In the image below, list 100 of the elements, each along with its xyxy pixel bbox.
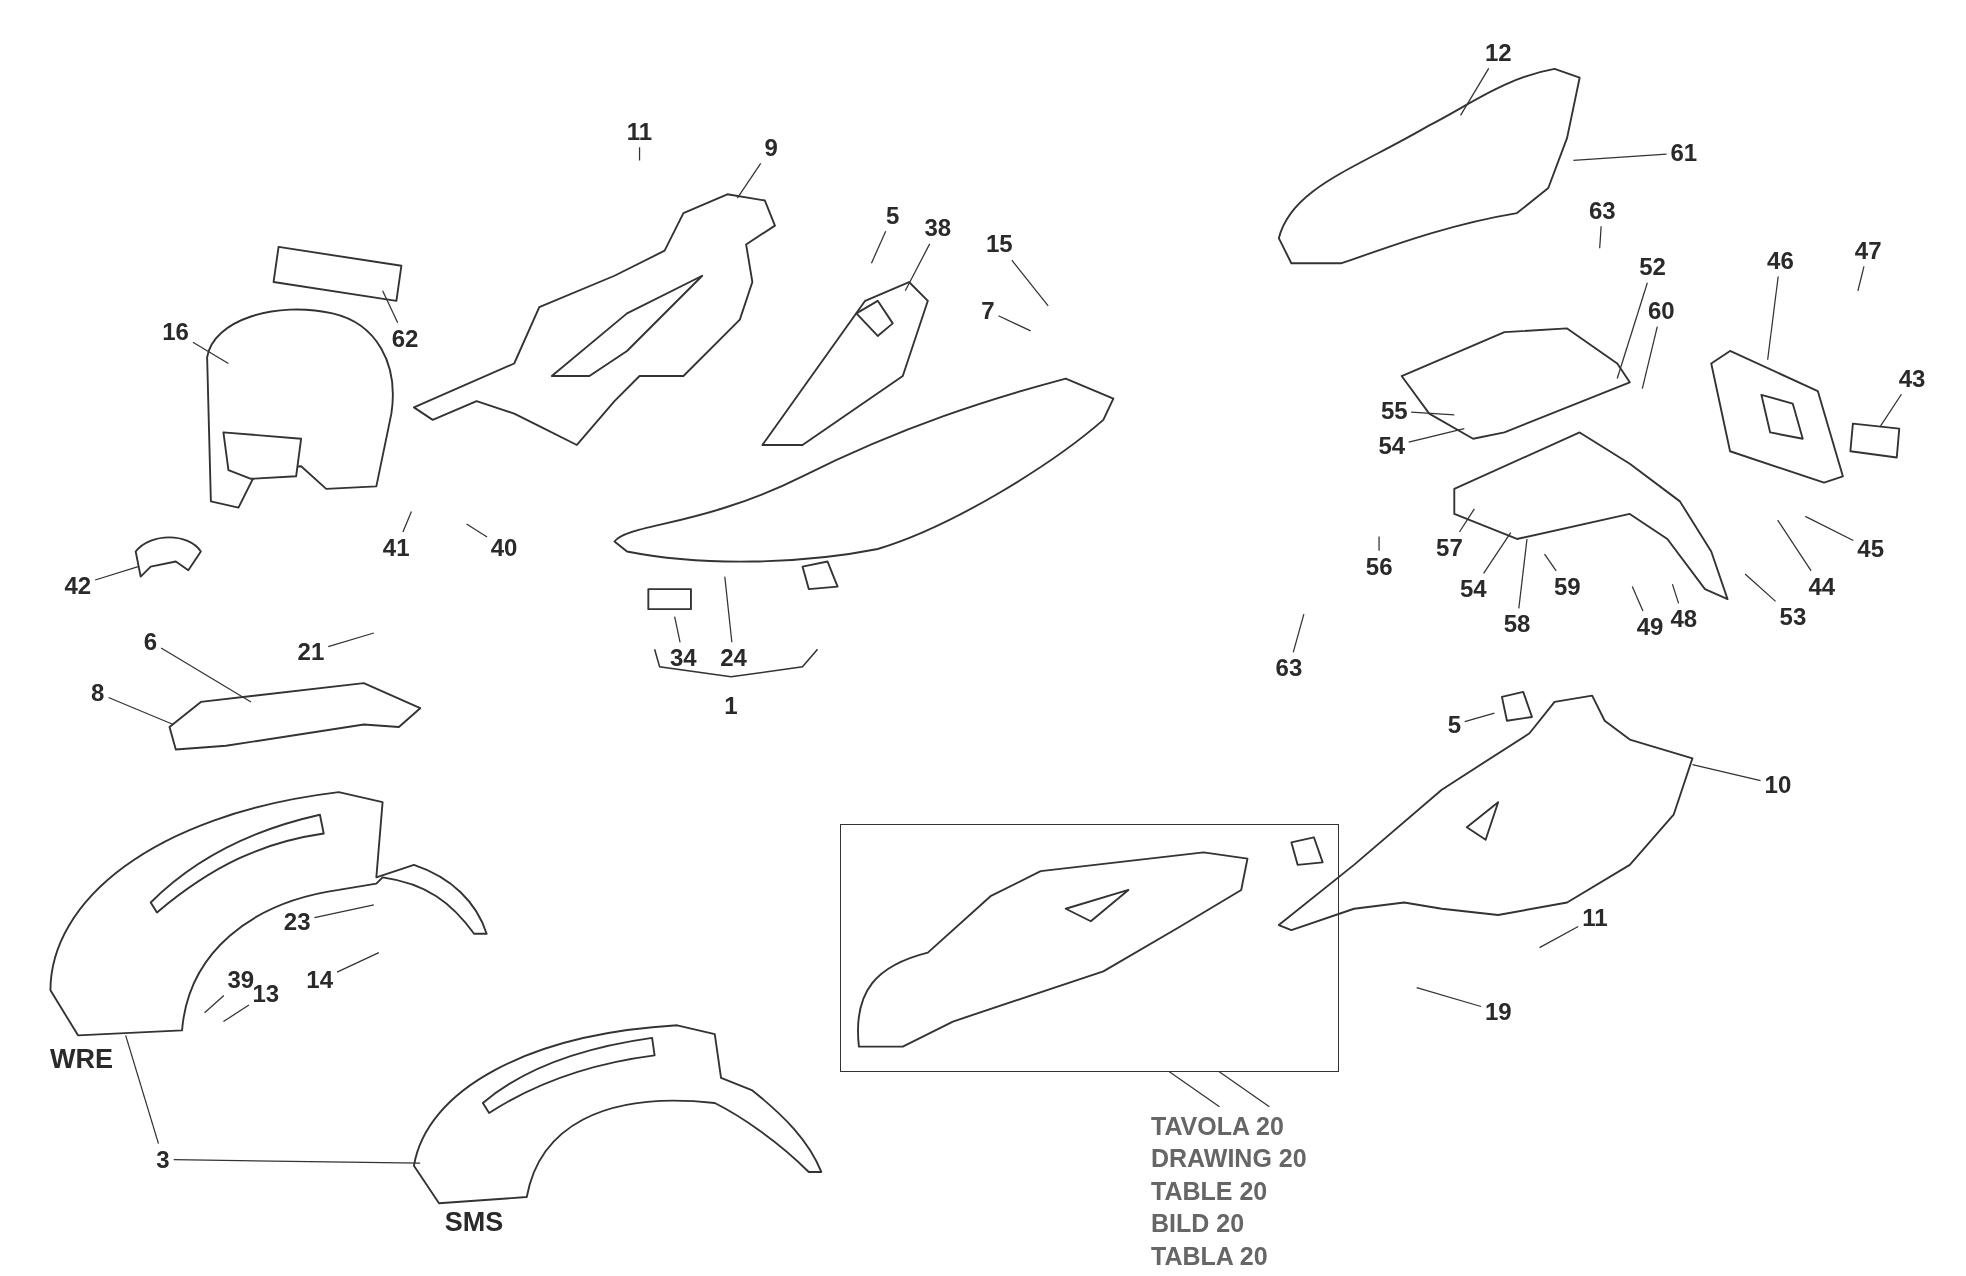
leader-line xyxy=(1518,538,1528,610)
leader-line xyxy=(94,565,139,581)
callout-number: 14 xyxy=(306,968,334,993)
callout-number: 49 xyxy=(1636,614,1664,639)
drawing-reference: TABLE 20 xyxy=(1151,1175,1268,1207)
leader-line xyxy=(1543,553,1557,572)
callout-number: 62 xyxy=(391,326,419,351)
leader-line xyxy=(674,616,681,643)
leader-line xyxy=(222,1004,250,1023)
callout-number: 12 xyxy=(1484,40,1512,65)
variant-label: SMS xyxy=(444,1208,504,1236)
callout-number: 57 xyxy=(1436,535,1463,560)
drawing-reference: TABLA 20 xyxy=(1151,1240,1268,1272)
leader-line xyxy=(1459,67,1490,116)
leader-line xyxy=(1011,259,1049,307)
callout-number: 54 xyxy=(1378,434,1406,459)
leader-line xyxy=(160,647,252,703)
callout-number: 16 xyxy=(162,320,189,345)
leader-line xyxy=(1857,265,1865,292)
callout-number: 45 xyxy=(1857,537,1885,562)
callout-number: 48 xyxy=(1670,607,1698,632)
leader-line xyxy=(1691,763,1762,782)
leader-line xyxy=(107,696,174,726)
leader-line xyxy=(997,315,1032,332)
drawing-reference: BILD 20 xyxy=(1151,1208,1245,1240)
leader-line xyxy=(1458,508,1475,533)
drawing-reference: DRAWING 20 xyxy=(1151,1143,1307,1175)
leader-line xyxy=(381,290,399,324)
leader-line xyxy=(1410,411,1455,416)
callout-number: 40 xyxy=(490,535,518,560)
callout-number: 44 xyxy=(1808,574,1836,599)
leader-line xyxy=(1464,712,1496,723)
leader-line xyxy=(402,510,413,533)
callout-number: 63 xyxy=(1275,656,1303,681)
inset-frame xyxy=(840,823,1340,1072)
leader-line xyxy=(1168,1071,1221,1108)
leader-line xyxy=(1744,573,1777,602)
callout-number: 3 xyxy=(156,1147,170,1172)
callout-number: 8 xyxy=(91,681,105,706)
leader-line xyxy=(724,575,733,643)
leader-line xyxy=(1777,519,1812,572)
callout-number: 11 xyxy=(626,119,653,144)
leader-line xyxy=(1572,153,1668,162)
callout-number: 58 xyxy=(1503,612,1531,637)
callout-number: 60 xyxy=(1647,298,1675,323)
callout-number: 61 xyxy=(1670,140,1698,165)
callout-number: 23 xyxy=(283,909,311,934)
leader-line xyxy=(1804,515,1854,542)
callout-number: 38 xyxy=(924,216,952,241)
leader-line xyxy=(173,1158,421,1164)
leader-line xyxy=(1218,1071,1270,1108)
leader-line xyxy=(870,230,887,264)
callout-number: 47 xyxy=(1854,238,1882,263)
callout-number: 7 xyxy=(981,298,995,323)
callout-number: 9 xyxy=(764,135,778,160)
callout-number: 42 xyxy=(64,573,92,598)
leader-line xyxy=(1416,987,1482,1008)
leader-line xyxy=(904,243,931,292)
callout-number: 24 xyxy=(720,646,747,671)
leader-line xyxy=(125,1034,160,1145)
callout-number: 54 xyxy=(1459,577,1487,602)
leader-line xyxy=(313,904,375,919)
callout-number: 19 xyxy=(1484,999,1512,1024)
leader-line xyxy=(1482,532,1512,574)
callout-number: 10 xyxy=(1764,772,1792,797)
callout-number: 52 xyxy=(1639,255,1666,280)
leader-line xyxy=(336,952,380,973)
leader-line xyxy=(327,632,375,648)
leader-line xyxy=(1671,583,1680,605)
callout-number: 55 xyxy=(1380,399,1408,424)
callout-number: 15 xyxy=(985,232,1013,257)
leader-line xyxy=(1538,925,1579,949)
leader-line xyxy=(465,523,488,538)
callout-number: 34 xyxy=(670,646,697,671)
callout-number: 5 xyxy=(1447,712,1462,737)
leader-line xyxy=(1616,282,1648,380)
callout-number: 46 xyxy=(1767,248,1794,273)
callout-number: 41 xyxy=(382,535,410,560)
callout-number: 59 xyxy=(1553,574,1581,599)
leader-line xyxy=(1641,325,1658,390)
callout-number: 21 xyxy=(297,640,325,664)
callout-number: 56 xyxy=(1365,554,1393,579)
leader-line xyxy=(638,146,641,162)
leader-line xyxy=(1292,613,1305,653)
leader-line xyxy=(1378,535,1380,552)
drawing-reference: TAVOLA 20 xyxy=(1151,1110,1284,1142)
leader-line xyxy=(1879,393,1903,427)
leader-line xyxy=(1599,225,1602,249)
leader-line xyxy=(736,162,762,199)
callout-number: 6 xyxy=(143,629,158,654)
callout-number: 63 xyxy=(1589,198,1616,223)
leader-line xyxy=(1767,275,1779,361)
callout-number: 1 xyxy=(724,693,738,718)
callout-number: 53 xyxy=(1779,604,1807,629)
callout-number: 43 xyxy=(1898,366,1926,391)
leader-line xyxy=(192,341,230,365)
callout-number: 5 xyxy=(886,203,900,228)
variant-label: WRE xyxy=(50,1045,113,1073)
leader-line xyxy=(204,994,225,1014)
leader-line xyxy=(1408,428,1465,443)
